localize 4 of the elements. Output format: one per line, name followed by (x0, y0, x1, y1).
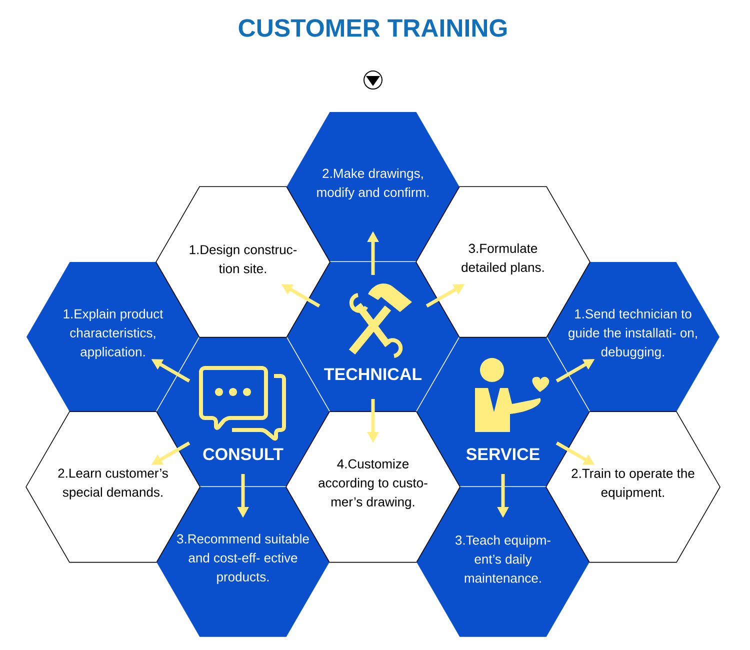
hexagon-tile: 1.Send technician to guide the installati- on, debugging. (546, 261, 720, 413)
hexagon-tile: 3.Teach equipm- ent’s daily maintenance. (416, 486, 590, 638)
title: CUSTOMER TRAINING (238, 19, 507, 37)
hexagon-tile: 1.Explain product characteristics, application. (26, 261, 200, 413)
